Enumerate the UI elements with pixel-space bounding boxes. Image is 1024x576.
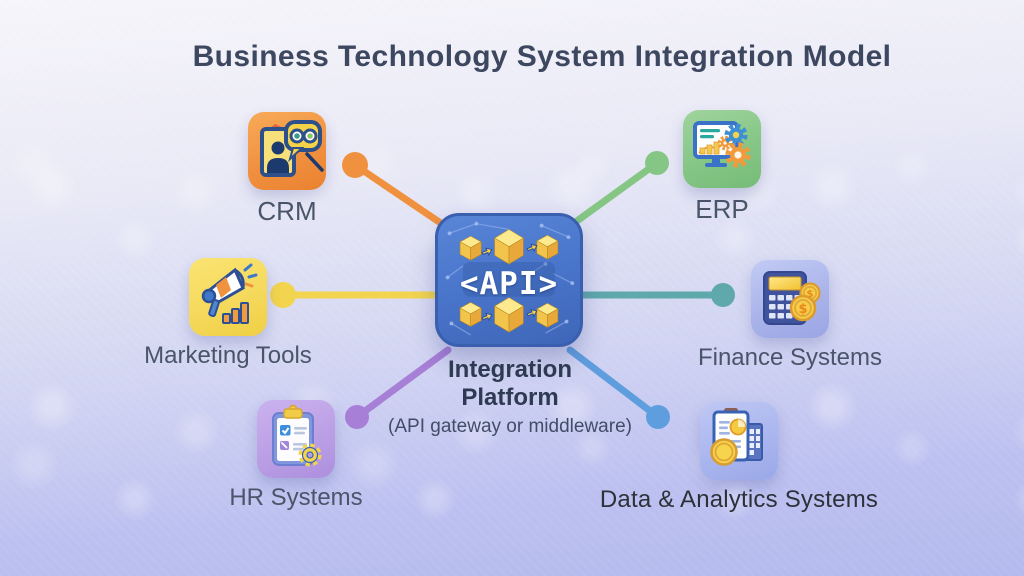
connector-dot-crm [342, 152, 368, 178]
erp-monitor-gears-icon [683, 110, 761, 188]
connector-erp [566, 159, 661, 230]
node-label-marketing: Marketing Tools [144, 342, 312, 369]
node-label-crm: CRM [257, 196, 317, 226]
api-platform-node: <API> [435, 213, 583, 347]
node-finance: $ $ Finance Systems [690, 260, 890, 372]
data-analytics-icon [700, 402, 778, 480]
node-hr: HR Systems [196, 400, 396, 512]
node-label-erp: ERP [695, 194, 749, 224]
node-crm: CRM [187, 112, 387, 227]
connector-hr [353, 346, 452, 421]
platform-subtitle: (API gateway or middleware) [388, 416, 632, 437]
platform-title-line1: Integration [448, 356, 572, 383]
connector-data [566, 346, 662, 421]
node-label-data-analytics: Data & Analytics Systems [599, 486, 879, 513]
node-label-finance: Finance Systems [697, 344, 883, 371]
connector-crm [351, 161, 452, 232]
connector-dot-data [646, 405, 670, 429]
marketing-megaphone-icon [189, 258, 267, 336]
connector-dot-hr [345, 405, 369, 429]
api-platform-caption: Integration Platform (API gateway or mid… [360, 356, 660, 438]
svg-text:$: $ [807, 289, 814, 300]
api-label: <API> [459, 266, 559, 302]
connector-dot-marketing [270, 282, 296, 308]
connector-dot-erp [645, 151, 669, 175]
node-data-analytics: Data & Analytics Systems [589, 402, 889, 514]
node-label-hr: HR Systems [229, 484, 363, 511]
page-title: Business Technology System Integration M… [192, 40, 892, 73]
platform-title-line2: Platform [461, 384, 559, 411]
node-erp: ERP [622, 110, 822, 225]
node-marketing: Marketing Tools [128, 258, 328, 370]
api-cubes-icon [445, 221, 575, 336]
svg-text:$: $ [798, 302, 807, 317]
finance-calculator-icon: $ $ [751, 260, 829, 338]
connector-dot-finance [711, 283, 735, 307]
crm-contacts-icon [248, 112, 326, 190]
hr-clipboard-icon [257, 400, 335, 478]
